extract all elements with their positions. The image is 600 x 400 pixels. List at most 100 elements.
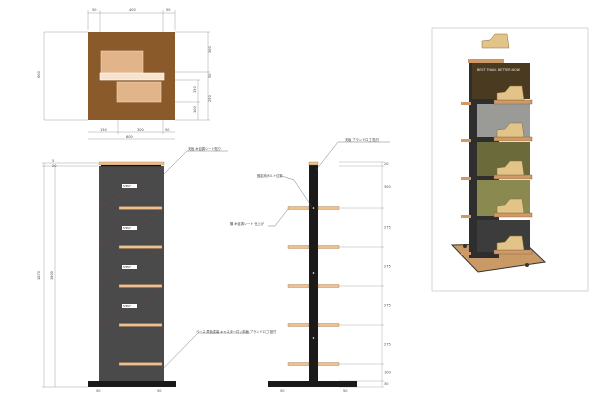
side-base (268, 381, 357, 387)
render-back-shelf (461, 252, 471, 255)
side-right-dim: 275 (384, 226, 391, 230)
render-back-shelf (461, 215, 471, 218)
render-shelf (493, 212, 533, 218)
plan-dimension-lines (43, 10, 210, 140)
side-shelf-left (287, 245, 310, 249)
side-top-cap (308, 161, 319, 166)
side-callout-middle: 固定用ボルト位置 (257, 173, 283, 178)
side-shelf-right (317, 206, 340, 210)
shelf-tag (122, 184, 137, 188)
side-right-dim: 275 (384, 265, 391, 269)
front-shelf (118, 362, 163, 366)
side-callout-top: 天板 ブランドロゴ 貼付 (345, 137, 380, 142)
render-sign-title: BEST THAN. BETTER NOW (477, 68, 521, 72)
render-back-shelf (461, 139, 471, 142)
render-shelf (493, 136, 533, 142)
render-shelf (493, 99, 533, 105)
boot-icon (481, 33, 510, 49)
bolt-hole (312, 207, 315, 209)
plan-right-dim: 300 (208, 46, 212, 53)
render-caster (525, 263, 529, 267)
front-foot-label: 50 (157, 389, 161, 393)
side-shelf-right (317, 245, 340, 249)
shelf-tag-label: SHELF (123, 184, 131, 188)
front-callout-top: 天板 木目調シート貼り (188, 146, 221, 151)
side-right-dim: 20 (384, 162, 388, 166)
front-top-edge (101, 165, 161, 167)
side-shelf-right (317, 362, 340, 366)
front-sub-dim: 1800 (50, 271, 54, 280)
plan-right-dim: 250 (208, 95, 212, 102)
shelf-tag (122, 226, 137, 230)
render-back-shelf (461, 102, 471, 105)
render-shelf (493, 249, 533, 255)
front-top-dim: 5 (52, 159, 54, 163)
front-shelf (118, 206, 163, 210)
side-shelf-left (287, 362, 310, 366)
front-shelf (118, 323, 163, 327)
side-callout-leader (268, 208, 289, 227)
boot-icon (496, 235, 525, 251)
side-callout-shelf: 棚 木目調シート 仕上げ (230, 221, 265, 226)
plan-view: 50 400 50 150 300 50 600 600 300 50 150 … (37, 8, 212, 140)
front-callout-leader (151, 332, 250, 381)
plan-shelf-front (116, 81, 162, 103)
render-back-shelf (461, 177, 471, 180)
front-dimension-lines (42, 162, 98, 388)
plan-left-dim: 600 (37, 71, 41, 78)
front-base (88, 381, 176, 387)
front-height-dim: 1870 (37, 271, 41, 280)
side-dimension-lines (339, 161, 384, 388)
render-caster (463, 244, 467, 248)
boot-icon (496, 160, 525, 176)
plan-bottom-dim: 150 (100, 128, 107, 132)
side-shelf-left (287, 284, 310, 288)
plan-top-dim: 400 (129, 8, 136, 12)
front-foot-label: 50 (96, 389, 100, 393)
plan-top-dim: 50 (166, 8, 170, 12)
side-callout-leader (315, 141, 390, 171)
plan-bottom-dim: 300 (137, 128, 144, 132)
plan-right-dim: 150 (193, 86, 197, 93)
boot-icon (496, 122, 525, 138)
plan-right-dim: 100 (193, 106, 197, 113)
side-right-dim: 300 (384, 185, 391, 189)
bolt-hole (312, 337, 315, 339)
front-callout-bottom: ベース 黒色塗装 キャスター付 / 前面 ブランドロゴ 貼付 (196, 329, 277, 334)
side-foot-label: 50 (343, 389, 347, 393)
boot-icon (496, 85, 525, 101)
side-right-dim: 100 (384, 371, 391, 375)
side-shelf-right (317, 284, 340, 288)
front-callout-leader (155, 150, 228, 183)
side-shelf-right (317, 323, 340, 327)
shelf-tag (122, 304, 137, 308)
render-top-shelf (468, 59, 504, 63)
front-top-cap (98, 161, 165, 166)
plan-panel (99, 72, 165, 81)
boot-icon (496, 198, 525, 214)
shelf-tag-label: SHELF (123, 304, 131, 308)
shelf-tag-label: SHELF (123, 265, 131, 269)
side-foot-label: 50 (280, 389, 284, 393)
plan-right-dim: 50 (208, 74, 212, 78)
render-shelf (493, 174, 533, 180)
side-view: 50 50 天板 ブランドロゴ 貼付 固定用ボルト位置 棚 木目調シート 仕上げ… (230, 137, 391, 393)
side-shelf-left (287, 323, 310, 327)
side-right-dim: 275 (384, 343, 391, 347)
side-callout-leader (281, 175, 313, 208)
plan-top-dim: 50 (92, 8, 96, 12)
bolt-hole (312, 272, 315, 274)
front-shelf (118, 284, 163, 288)
plan-bottom-dim: 50 (165, 128, 169, 132)
front-view: SHELF SHELF SHELF SHELF 50 50 1870 1800 5 2… (37, 146, 277, 393)
front-shelf (118, 245, 163, 249)
front-panel (99, 166, 164, 381)
shelf-tag (122, 265, 137, 269)
front-top-dim: 20 (52, 164, 56, 168)
plan-overall-width: 600 (126, 135, 133, 139)
side-right-dim: 30 (384, 382, 388, 386)
plan-shelf-back (100, 50, 144, 75)
side-right-dim: 275 (384, 304, 391, 308)
shelf-tag-label: SHELF (123, 226, 131, 230)
